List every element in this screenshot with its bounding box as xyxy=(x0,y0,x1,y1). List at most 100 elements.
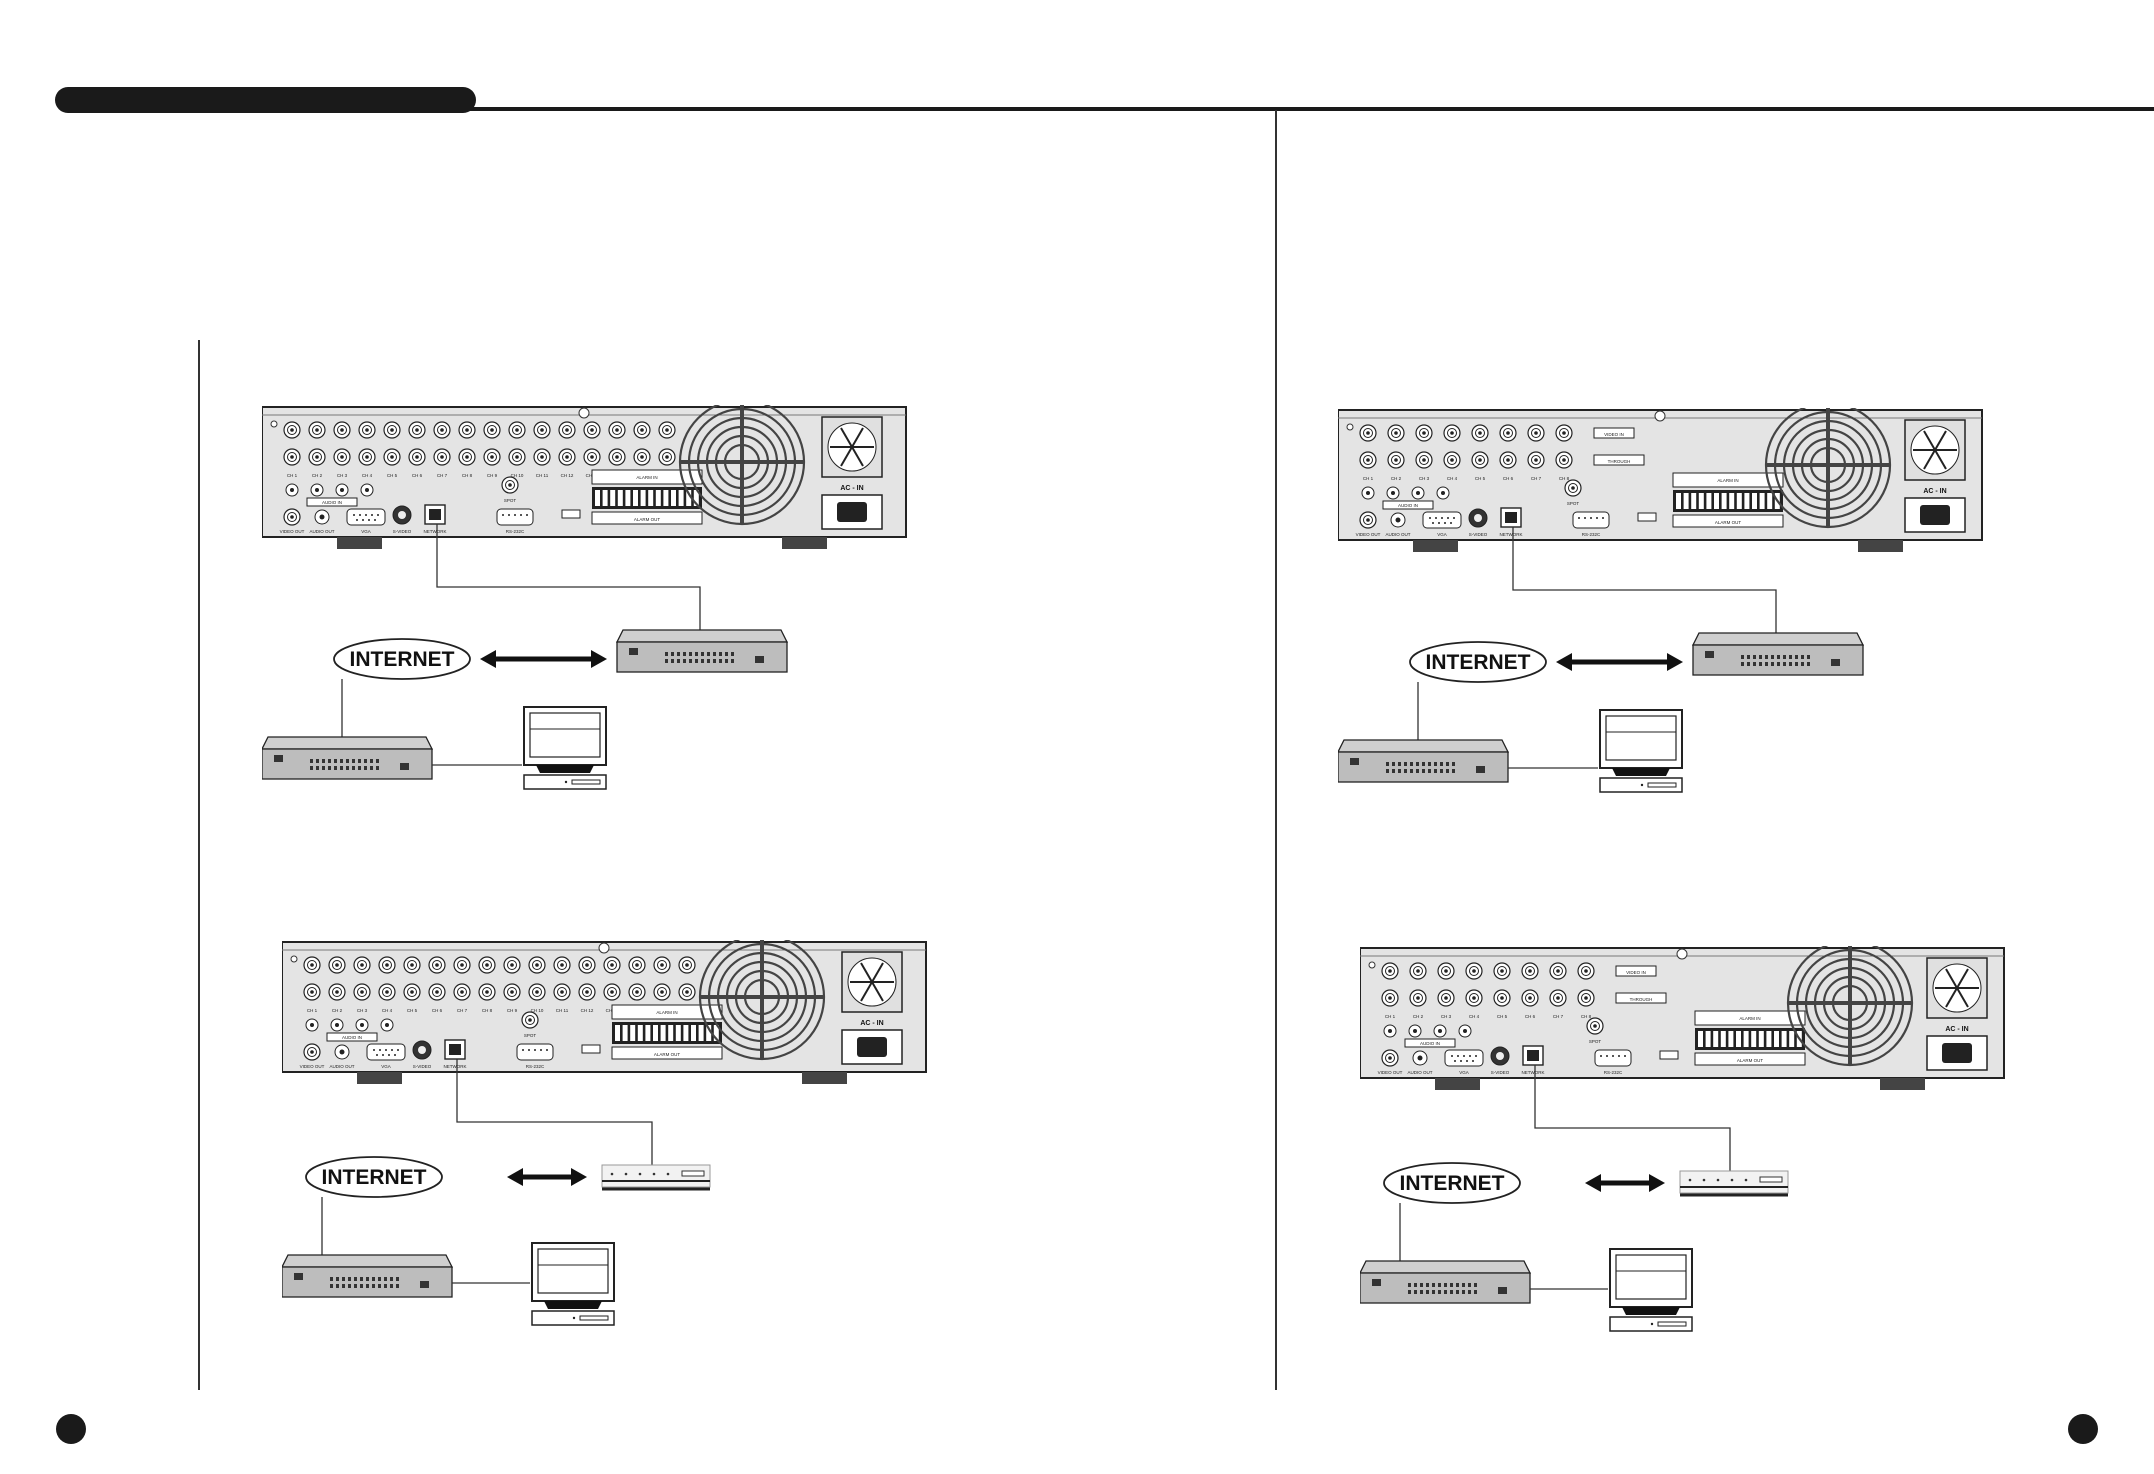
bidirectional-arrow xyxy=(480,650,607,668)
usb-port xyxy=(1660,1051,1678,1059)
channel-label: CH 6 xyxy=(432,1008,443,1013)
bnc-bottom-9 xyxy=(484,449,500,465)
bnc-top-2 xyxy=(1388,425,1404,441)
bnc-bottom-4 xyxy=(379,984,395,1000)
channel-label: CH 5 xyxy=(1497,1014,1508,1019)
bnc-top-5 xyxy=(1472,425,1488,441)
bnc-top-3 xyxy=(334,422,350,438)
alarm-terminal-block xyxy=(1673,490,1783,512)
remote-switch xyxy=(1360,1261,1530,1303)
channel-label: CH 4 xyxy=(382,1008,393,1013)
bnc-bottom-10 xyxy=(529,984,545,1000)
channel-label: CH 7 xyxy=(437,473,448,478)
bnc-bottom-5 xyxy=(1472,452,1488,468)
channel-label: CH 4 xyxy=(1447,476,1458,481)
bnc-bottom-3 xyxy=(1416,452,1432,468)
internet-label: INTERNET xyxy=(1426,651,1531,674)
s-video-label: S-VIDEO xyxy=(413,1064,432,1069)
bnc-bottom-1 xyxy=(1382,990,1398,1006)
dvr-network-cable xyxy=(1513,527,1776,633)
bnc-bottom-14 xyxy=(609,449,625,465)
channel-label: CH 5 xyxy=(407,1008,418,1013)
bidirectional-arrow xyxy=(1556,653,1683,671)
bnc-bottom-4 xyxy=(1466,990,1482,1006)
channel-label: CH 3 xyxy=(1441,1014,1452,1019)
bnc-top-8 xyxy=(1578,963,1594,979)
spot-label: SPOT xyxy=(1567,501,1580,506)
channel-label: CH 5 xyxy=(1475,476,1486,481)
rs232c-port xyxy=(1595,1050,1631,1066)
network-label: NETWORK xyxy=(1522,1070,1545,1075)
bnc-bottom-1 xyxy=(304,984,320,1000)
bnc-top-9 xyxy=(504,957,520,973)
network-label: NETWORK xyxy=(1500,532,1523,537)
audio-in-label: AUDIO IN xyxy=(1398,503,1418,508)
dvr-foot-right xyxy=(1858,540,1903,552)
bnc-top-4 xyxy=(359,422,375,438)
remote-switch xyxy=(262,737,432,779)
bnc-bottom-8 xyxy=(459,449,475,465)
bnc-bottom-8 xyxy=(1556,452,1572,468)
panel-screw-left xyxy=(291,956,297,962)
bnc-bottom-11 xyxy=(534,449,550,465)
bnc-top-14 xyxy=(609,422,625,438)
audio-out-label: AUDIO OUT xyxy=(329,1064,354,1069)
diagram-svg: CH 1CH 2CH 3CH 4CH 5CH 6CH 7CH 8CH 9CH 1… xyxy=(262,405,962,825)
channel-label: CH 11 xyxy=(536,473,549,478)
vga-port xyxy=(347,509,385,525)
remote-switch xyxy=(282,1255,452,1297)
bnc-bottom-3 xyxy=(354,984,370,1000)
spot-label: SPOT xyxy=(1589,1039,1602,1044)
panel-screw-left xyxy=(1347,424,1353,430)
audio-in-label: AUDIO IN xyxy=(342,1035,362,1040)
alarm-out-label: ALARM OUT xyxy=(1715,520,1742,525)
vga-port xyxy=(1445,1050,1483,1066)
channel-label: CH 11 xyxy=(556,1008,569,1013)
spot-bnc xyxy=(1565,480,1581,496)
channel-label: CH 2 xyxy=(1391,476,1402,481)
video-out-bnc xyxy=(284,509,300,525)
channel-label: CH 8 xyxy=(1581,1014,1592,1019)
vga-port xyxy=(1423,512,1461,528)
channel-label: CH 8 xyxy=(462,473,473,478)
rs232c-label: RS-232C xyxy=(1604,1070,1623,1075)
pc-stand xyxy=(1612,768,1670,776)
bnc-bottom-1 xyxy=(284,449,300,465)
bnc-top-5 xyxy=(384,422,400,438)
spot-label: SPOT xyxy=(524,1033,537,1038)
dvr-foot-right xyxy=(1880,1078,1925,1090)
left-margin-rule xyxy=(198,340,200,1390)
video-out-bnc xyxy=(1360,512,1376,528)
bnc-bottom-4 xyxy=(359,449,375,465)
channel-label: CH 1 xyxy=(307,1008,318,1013)
panel-screw xyxy=(1677,949,1687,959)
bnc-bottom-3 xyxy=(1438,990,1454,1006)
dsl-modem xyxy=(602,1165,710,1189)
bnc-top-2 xyxy=(1410,963,1426,979)
bnc-top-8 xyxy=(479,957,495,973)
remote-pc xyxy=(524,707,606,789)
through-label: THROUGH xyxy=(1630,997,1653,1002)
bnc-bottom-5 xyxy=(404,984,420,1000)
ac-in-label: AC - IN xyxy=(840,485,863,492)
diagram-svg: CH 1CH 2CH 3CH 4CH 5CH 6CH 7CH 8VIDEO IN… xyxy=(1360,946,2060,1366)
channel-label: CH 7 xyxy=(1531,476,1542,481)
bnc-bottom-7 xyxy=(434,449,450,465)
bidirectional-arrow xyxy=(507,1168,587,1186)
bnc-bottom-6 xyxy=(429,984,445,1000)
spot-bnc xyxy=(1587,1018,1603,1034)
bnc-top-6 xyxy=(1500,425,1516,441)
dvr-network-cable xyxy=(1535,1065,1730,1171)
channel-label: CH 8 xyxy=(1559,476,1570,481)
rs232c-label: RS-232C xyxy=(526,1064,545,1069)
ac-in-label: AC - IN xyxy=(860,1020,883,1027)
network-label: NETWORK xyxy=(424,529,447,534)
bnc-bottom-7 xyxy=(454,984,470,1000)
bnc-top-9 xyxy=(484,422,500,438)
bnc-top-11 xyxy=(534,422,550,438)
video-out-label: VIDEO OUT xyxy=(1378,1070,1403,1075)
bidirectional-arrow xyxy=(1585,1174,1665,1192)
bnc-bottom-2 xyxy=(329,984,345,1000)
bnc-top-3 xyxy=(1438,963,1454,979)
audio-in-label: AUDIO IN xyxy=(322,500,342,505)
